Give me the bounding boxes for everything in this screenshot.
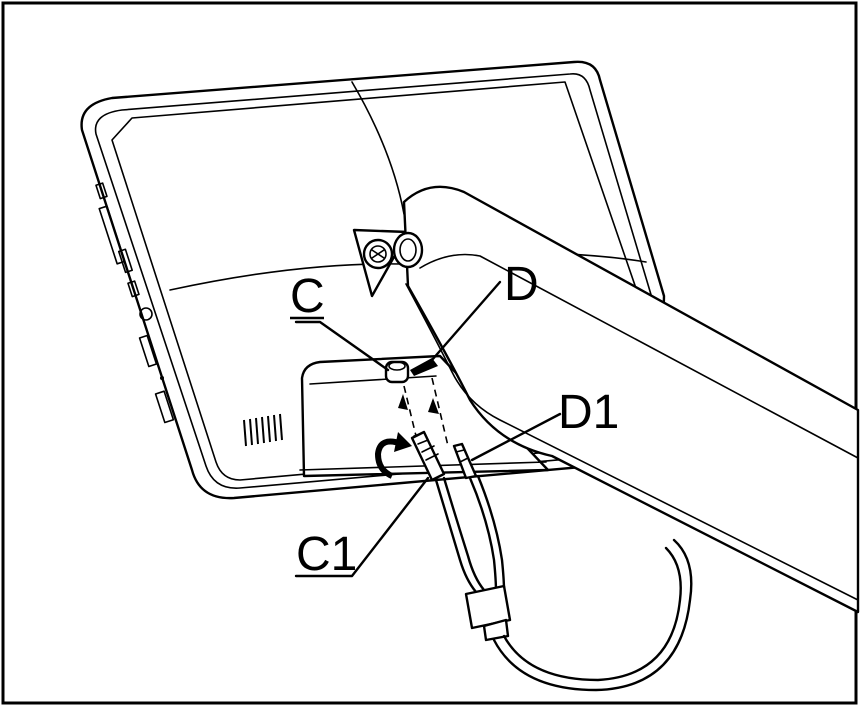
plug-d1 <box>452 442 478 480</box>
label-d: D <box>504 258 539 311</box>
arrow-d <box>428 398 439 414</box>
leader-d <box>430 280 502 362</box>
arm-body <box>402 185 860 614</box>
leader-c1 <box>294 476 430 578</box>
mounting-arm <box>352 185 860 614</box>
arrow-c <box>398 394 408 410</box>
arm-knob <box>392 231 424 269</box>
compartment-inner-edge <box>299 375 547 471</box>
cable-c1 <box>434 478 478 594</box>
cable-assembly <box>410 430 693 692</box>
monitor-inner-rim <box>94 73 653 489</box>
panel-seam-vertical <box>351 81 405 215</box>
label-c: C <box>290 270 325 323</box>
speaker-grille <box>243 413 283 447</box>
cable-junction <box>464 584 512 630</box>
leader-c <box>294 320 390 372</box>
cable-d1 <box>468 476 498 594</box>
port-d <box>410 358 438 376</box>
label-d1: D1 <box>558 386 619 439</box>
cable-main <box>492 538 693 692</box>
rotate-arrow-icon <box>374 438 404 479</box>
arm-top-edge <box>419 253 859 459</box>
label-c1: C1 <box>296 528 357 581</box>
side-ports <box>95 182 175 424</box>
guide-line-c <box>403 385 417 437</box>
leader-d1 <box>470 412 562 462</box>
arm-lower-edge <box>405 283 859 601</box>
port-c <box>384 360 410 384</box>
